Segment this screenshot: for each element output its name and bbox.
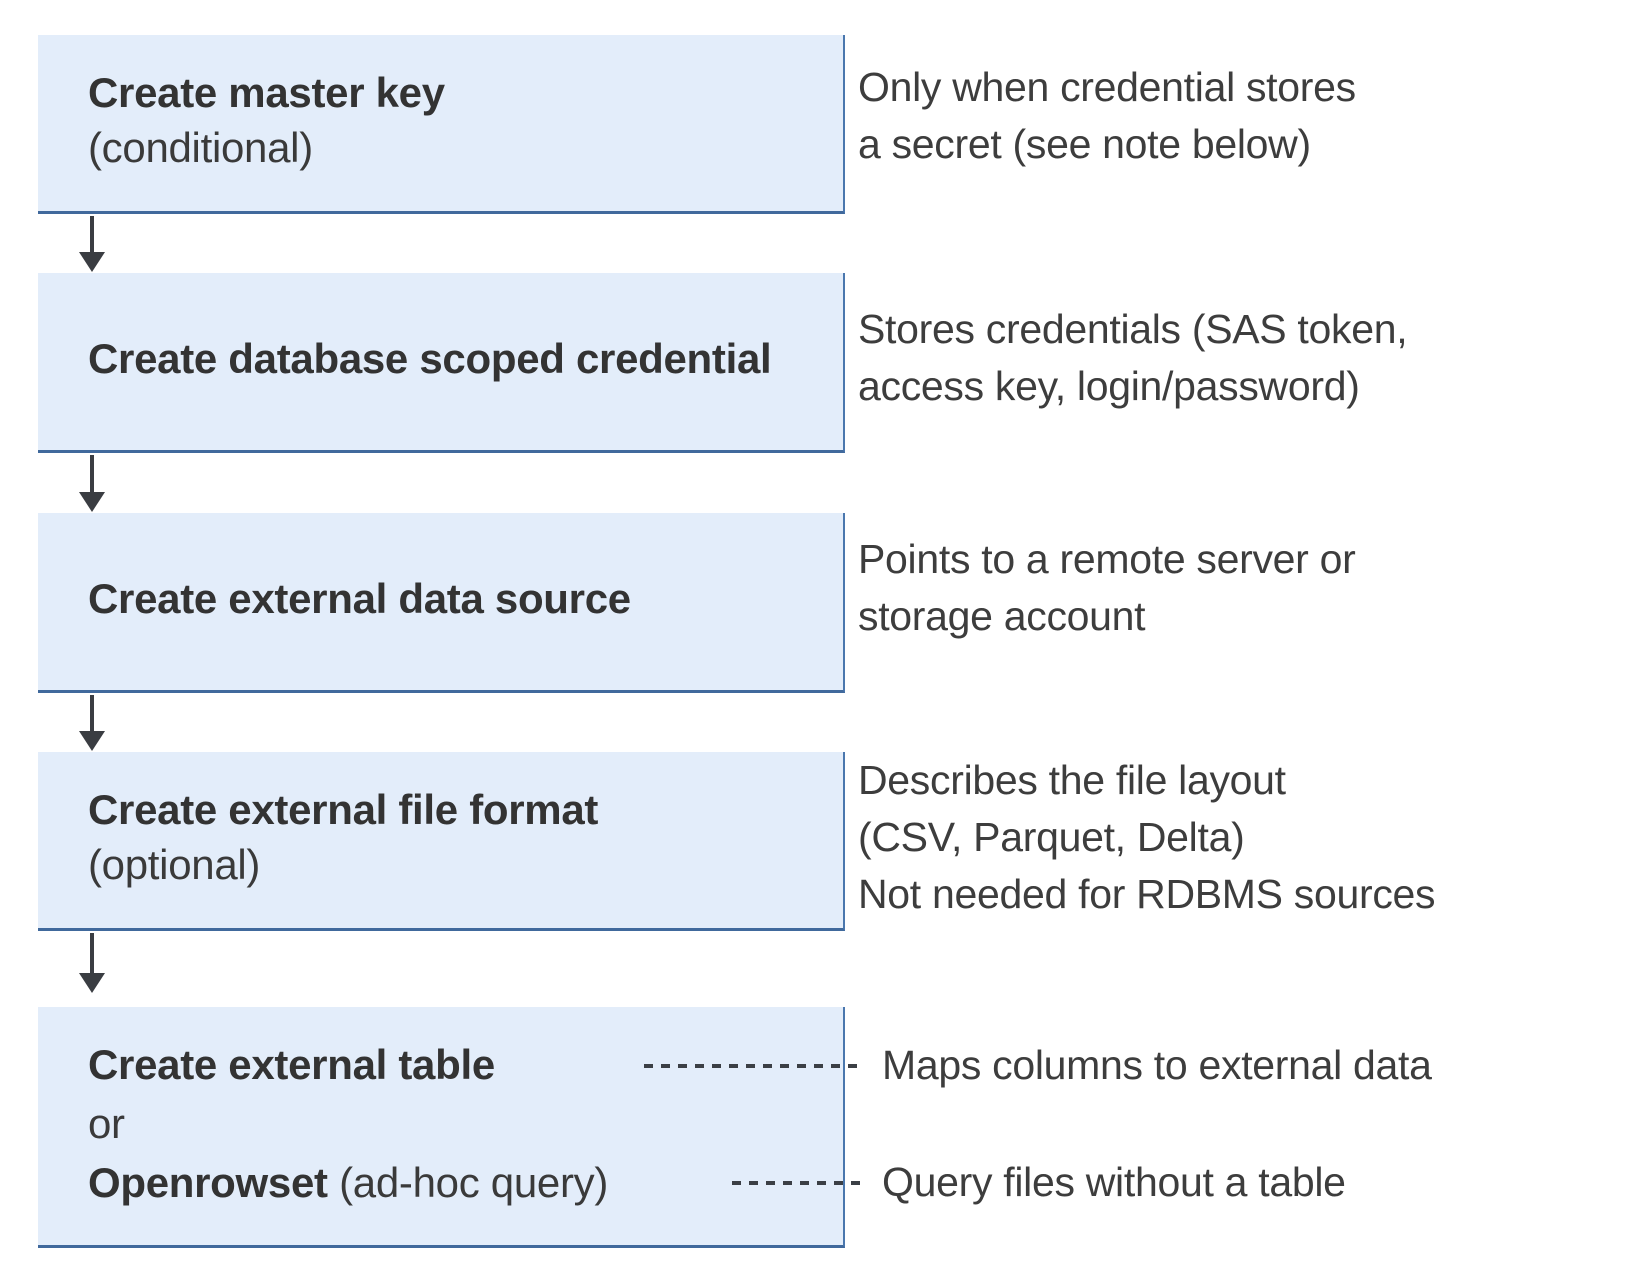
step-box-create-master-key: Create master key (conditional) (38, 35, 845, 214)
dashed-connector-openrowset (732, 1181, 862, 1185)
dashed-connector-external-table (644, 1064, 862, 1068)
step-title-database-scoped-credential: Create database scoped credential (88, 335, 772, 382)
note-external-file-format: Describes the file layout (CSV, Parquet,… (858, 752, 1436, 923)
final-line-openrowset: Openrowset (ad-hoc query) (88, 1153, 813, 1212)
step-subtitle-optional: (optional) (88, 841, 261, 888)
note-line: a secret (see note below) (858, 121, 1311, 167)
down-arrow-icon (79, 455, 105, 512)
arrow-head (79, 731, 105, 751)
note-line: Not needed for RDBMS sources (858, 871, 1436, 917)
arrow-stem (90, 216, 94, 252)
step-box-external-file-format: Create external file format (optional) (38, 752, 845, 931)
note-line: Only when credential stores (858, 64, 1356, 110)
note-line: (CSV, Parquet, Delta) (858, 814, 1245, 860)
down-arrow-icon (79, 695, 105, 751)
down-arrow-icon (79, 216, 105, 272)
note-line: Points to a remote server or (858, 536, 1356, 582)
arrow-head (79, 973, 105, 993)
step-title-create-external-table: Create external table (88, 1040, 495, 1088)
step-title-external-file-format: Create external file format (88, 786, 599, 833)
note-master-key: Only when credential stores a secret (se… (858, 59, 1356, 173)
down-arrow-icon (79, 933, 105, 993)
step-title-create-master-key: Create master key (88, 69, 445, 116)
final-line-create-external-table: Create external table (88, 1035, 813, 1094)
step-title-openrowset: Openrowset (88, 1158, 328, 1206)
note-line: access key, login/password) (858, 363, 1360, 409)
arrow-stem (90, 455, 94, 492)
annotation-query-files: Query files without a table (882, 1159, 1346, 1205)
step-suffix-adhoc-query: (ad-hoc query) (327, 1158, 609, 1206)
step-box-external-data-source: Create external data source (38, 513, 845, 693)
step-box-database-scoped-credential: Create database scoped credential (38, 273, 845, 453)
final-line-or: or (88, 1099, 125, 1147)
arrow-head (79, 492, 105, 512)
note-database-scoped-credential: Stores credentials (SAS token, access ke… (858, 301, 1408, 415)
note-line: storage account (858, 593, 1146, 639)
arrow-stem (90, 695, 94, 731)
step-box-external-table-openrowset: Create external table or Openrowset (ad-… (38, 1007, 845, 1248)
note-line: Describes the file layout (858, 757, 1286, 803)
arrow-head (79, 252, 105, 272)
step-title-external-data-source: Create external data source (88, 575, 631, 622)
note-line: Stores credentials (SAS token, (858, 306, 1408, 352)
annotation-maps-columns: Maps columns to external data (882, 1042, 1432, 1088)
arrow-stem (90, 933, 94, 973)
note-external-data-source: Points to a remote server or storage acc… (858, 531, 1356, 645)
step-subtitle-conditional: (conditional) (88, 124, 313, 171)
